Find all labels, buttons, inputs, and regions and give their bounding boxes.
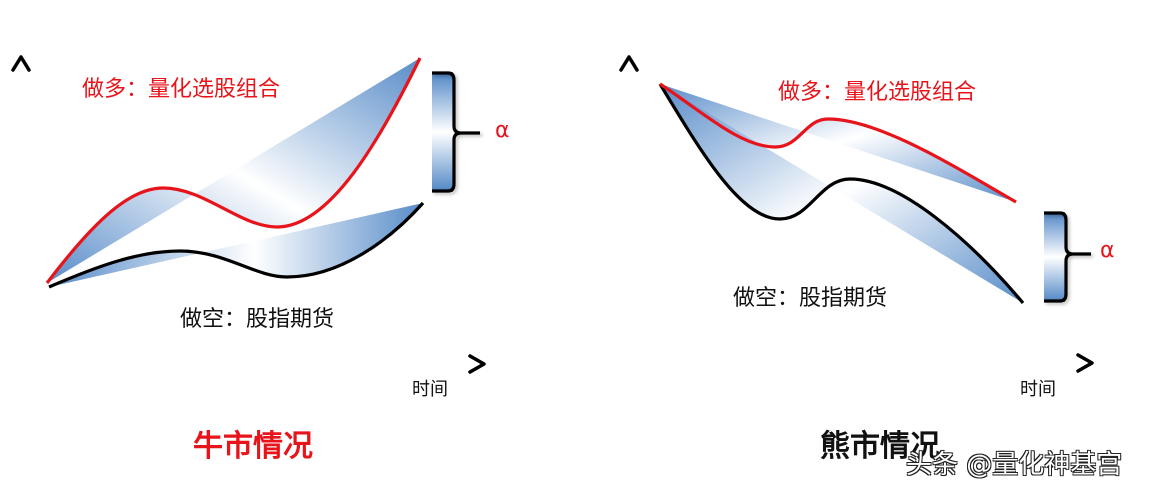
bull-market-title: 牛市情况 (193, 429, 313, 464)
alpha-box (432, 72, 453, 192)
alpha-brace-icon (1044, 211, 1091, 303)
long-portfolio-curve (45, 57, 422, 284)
alpha-box (1044, 212, 1065, 302)
alpha-brace-icon (432, 71, 480, 193)
short-index-futures-curve (48, 201, 425, 289)
bear-long-label: 做多：量化选股组合 (778, 80, 977, 105)
bear-short-label: 做空：股指期货 (733, 286, 888, 311)
bear-x-axis-label: 时间 (1020, 379, 1056, 400)
bull-alpha-label: α (495, 118, 510, 143)
y-axis-arrow-icon (619, 55, 639, 72)
bull-x-axis-label: 时间 (412, 379, 448, 400)
bull-market-chart (11, 55, 486, 374)
short-gradient-band (49, 203, 423, 287)
bear-alpha-label: α (1100, 238, 1115, 263)
long-gradient-band (660, 84, 1016, 202)
bull-long-label: 做多：量化选股组合 (82, 77, 281, 102)
bear-market-title: 熊市情况 (820, 429, 940, 464)
bull-short-label: 做空：股指期货 (180, 307, 335, 332)
watermark: 头条 @量化神基宫 (906, 450, 1123, 480)
x-axis-arrow-icon (1076, 353, 1094, 373)
short-gradient-band (660, 84, 1023, 303)
x-axis-arrow-icon (468, 354, 486, 374)
long-gradient-band (47, 58, 420, 283)
y-axis-arrow-icon (11, 55, 31, 72)
bear-market-chart (619, 55, 1094, 373)
long-portfolio-curve (659, 82, 1017, 204)
short-index-futures-curve (658, 83, 1025, 305)
